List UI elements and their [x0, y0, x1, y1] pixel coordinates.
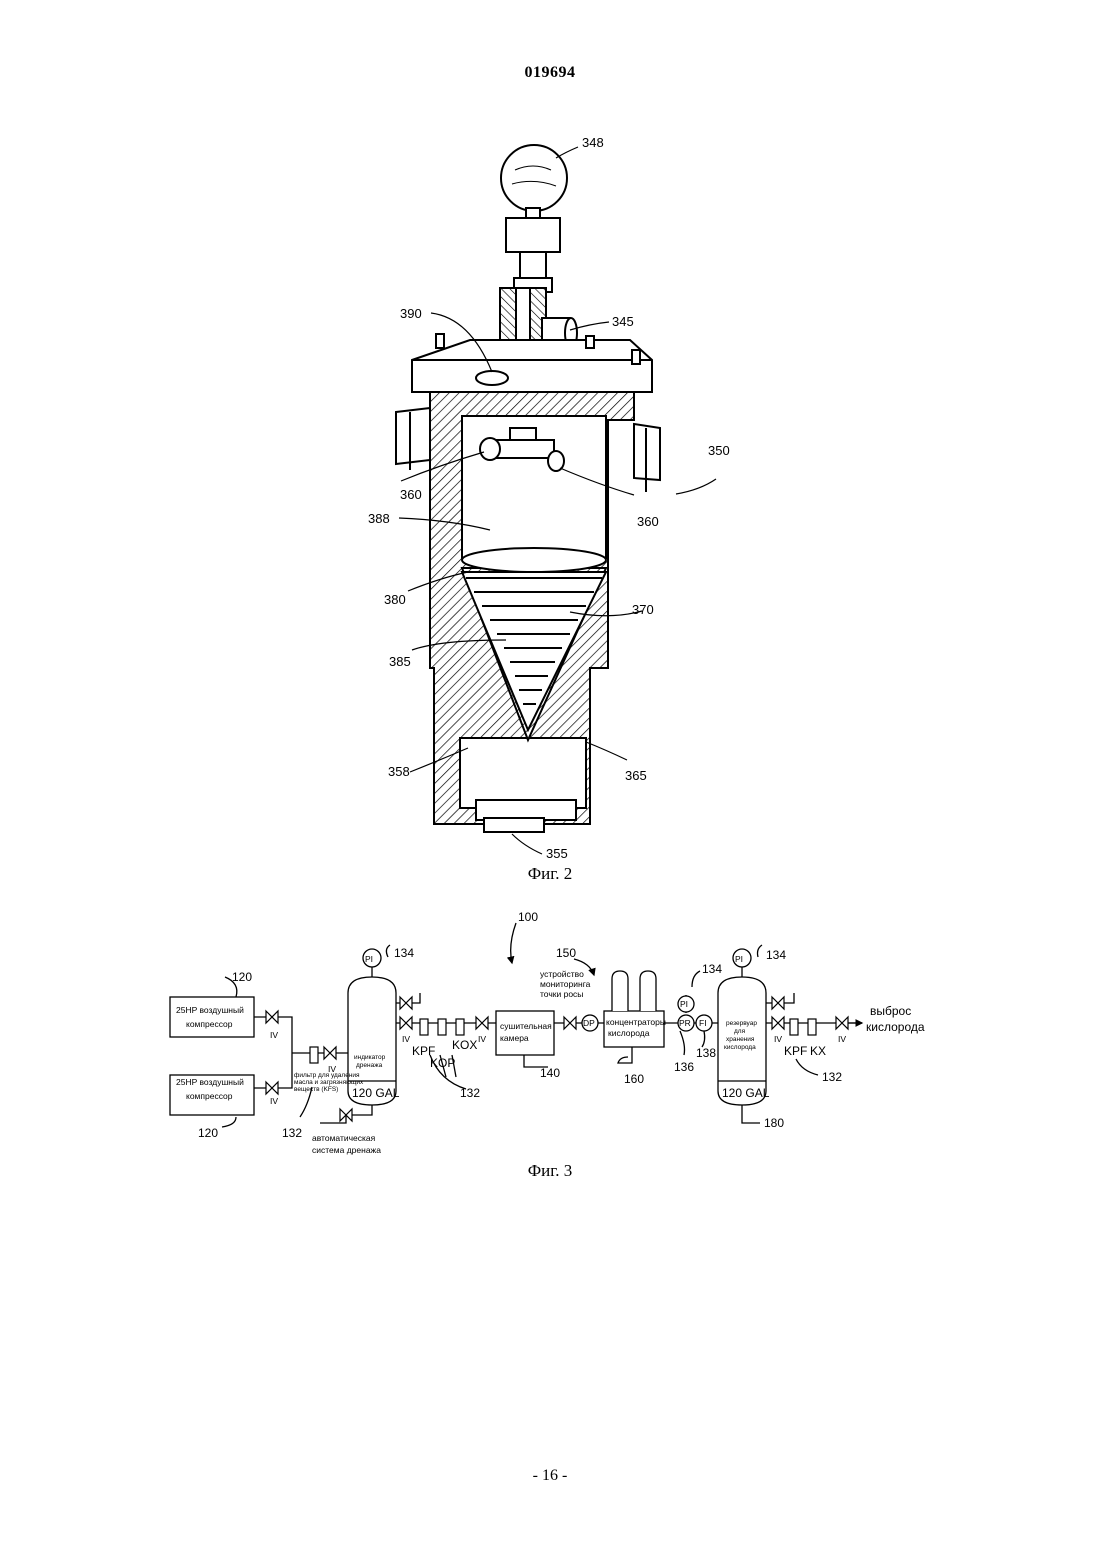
fi-label: FI [699, 1018, 707, 1028]
ref-180: 180 [764, 1116, 784, 1130]
pi-label-3: PI [735, 954, 743, 964]
pi-2-leader [692, 971, 700, 987]
ref-132-right: 132 [822, 1070, 842, 1084]
valve-iv-2: IV [270, 1096, 278, 1106]
figure-3-diagram: 100 120 120 134 134 134 132 132 132 140 … [0, 905, 1100, 1155]
ref-358: 358 [388, 764, 410, 779]
ref-380: 380 [384, 592, 406, 607]
compressor-top [170, 997, 254, 1037]
dryer-label-1: сушительная [500, 1021, 552, 1031]
ref-132-mid: 132 [460, 1086, 480, 1100]
compressor-bottom-label-2: компрессор [186, 1091, 233, 1101]
compressor-top-label-2: компрессор [186, 1019, 233, 1029]
kpf-right: KPF [784, 1044, 807, 1058]
concentrator-cylinders [612, 971, 656, 1011]
compressor-bottom-label-1: 25HP воздушный [176, 1077, 244, 1087]
figure-2-drawing: 348 345 390 350 360 360 388 380 370 385 … [0, 0, 1100, 880]
valve-iv-4: IV [402, 1034, 410, 1044]
ref-360-left: 360 [400, 487, 422, 502]
filters-right-leader [796, 1059, 818, 1075]
kop-label: KOP [430, 1056, 455, 1070]
compressor-top-line [254, 1017, 292, 1088]
ref-100: 100 [518, 910, 538, 924]
auto-drain-label-1: автоматическая [312, 1133, 376, 1143]
kfs-label-3: веществ (KFS) [294, 1086, 338, 1093]
dew-label-3: точки росы [540, 989, 583, 999]
ref-140: 140 [540, 1066, 560, 1080]
ref-134-mid: 134 [702, 962, 722, 976]
compressor-top-label-1: 25HP воздушный [176, 1005, 244, 1015]
gal-right: 120 GAL [722, 1086, 770, 1100]
page-number: - 16 - [0, 1467, 1100, 1485]
dew-label-1: устройство [540, 969, 584, 979]
concentrators-leader [618, 1047, 632, 1063]
gal-left: 120 GAL [352, 1086, 400, 1100]
valve-iv-6: IV [774, 1034, 782, 1044]
ref-120-bottom: 120 [198, 1126, 218, 1140]
ref-134-left: 134 [394, 946, 414, 960]
kfs-label-1: фильтр для удаления [294, 1072, 360, 1079]
concentrators-label-2: кислорода [608, 1028, 650, 1038]
ref-348: 348 [582, 135, 604, 150]
ref-120-top: 120 [232, 970, 252, 984]
drain-tank-label-2: дренажа [356, 1062, 383, 1069]
compressor-bottom-leader [222, 1117, 236, 1127]
pi-3-leader [758, 945, 763, 957]
pi-label-2: PI [680, 999, 688, 1009]
ref-350: 350 [708, 443, 730, 458]
figure-3-caption: Фиг. 3 [0, 1161, 1100, 1181]
valve-iv-1: IV [270, 1030, 278, 1040]
ref-132-left: 132 [282, 1126, 302, 1140]
ref-134-right: 134 [766, 948, 786, 962]
ref-136: 136 [674, 1060, 694, 1074]
ref-160: 160 [624, 1072, 644, 1086]
ref-388: 388 [368, 511, 390, 526]
receiver-label-1: резервуар [726, 1020, 757, 1027]
ref-370: 370 [632, 602, 654, 617]
concentrators-label-1: концентраторы [606, 1017, 666, 1027]
valve-iv-5: IV [478, 1034, 486, 1044]
outlet-label-2: кислорода [866, 1020, 925, 1034]
dryer-label-2: камера [500, 1033, 529, 1043]
ref-138: 138 [696, 1046, 716, 1060]
ref-365: 365 [625, 768, 647, 783]
gauge-348 [501, 145, 567, 292]
pi-1-leader [386, 945, 390, 957]
kx-label: KX [810, 1044, 826, 1058]
ref-385: 385 [389, 654, 411, 669]
outlet-label-1: выброс [870, 1004, 911, 1018]
ref-360-right: 360 [637, 514, 659, 529]
ref-355: 355 [546, 846, 568, 861]
top-flange [412, 334, 652, 392]
drain-tank-label-1: индикатор [354, 1054, 386, 1061]
valve-iv-7: IV [838, 1034, 846, 1044]
system-leader [511, 923, 516, 963]
kfs-label-2: масла и загрязняющих [294, 1079, 364, 1086]
dp-label: DP [583, 1018, 595, 1028]
figure-2-caption: Фиг. 2 [0, 864, 1100, 884]
ref-345: 345 [612, 314, 634, 329]
pr-leader [680, 1031, 685, 1055]
auto-drain-label-2: система дренажа [312, 1145, 381, 1155]
receiver-label-2: для [734, 1028, 746, 1035]
auto-drain-line [320, 1105, 372, 1123]
ref-390: 390 [400, 306, 422, 321]
pi-label-1: PI [365, 954, 373, 964]
fi-leader [702, 1031, 705, 1047]
receiver-label-4: кислорода [724, 1044, 756, 1051]
ref-150: 150 [556, 946, 576, 960]
receiver-label-3: хранения [726, 1036, 755, 1043]
receiver-leader [742, 1105, 760, 1123]
kox-label: KOX [452, 1038, 477, 1052]
dew-label-2: мониторинга [540, 979, 591, 989]
pr-label: PR [679, 1018, 691, 1028]
